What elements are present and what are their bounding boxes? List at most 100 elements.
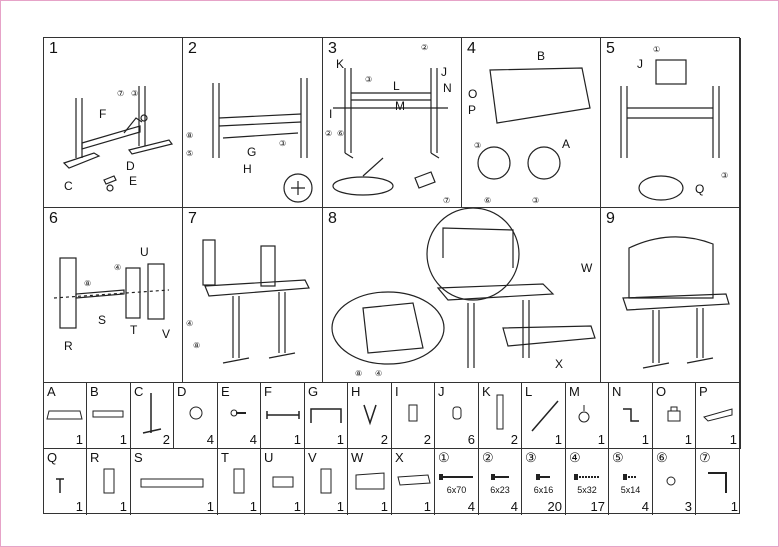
label-c3a: ③ bbox=[474, 141, 481, 150]
part-letter: F bbox=[264, 384, 272, 399]
part-3: ③ 20 6x16 bbox=[522, 449, 566, 515]
part-K: K 2 bbox=[479, 383, 522, 449]
step-5-drawing: J Q ① ③ bbox=[620, 45, 728, 201]
part-S: S 1 bbox=[131, 449, 218, 515]
label-U: U bbox=[140, 245, 149, 259]
step-number: 5 bbox=[606, 40, 615, 57]
label-S: S bbox=[98, 313, 106, 327]
part-quantity: 2 bbox=[380, 432, 388, 447]
part-quantity: 4 bbox=[467, 499, 475, 514]
label-D: D bbox=[126, 159, 135, 173]
label-c4: ④ bbox=[114, 263, 121, 272]
part-letter: T bbox=[221, 450, 229, 465]
label-K: K bbox=[336, 57, 344, 71]
label-c3: ③ bbox=[279, 139, 286, 148]
label-c4: ④ bbox=[375, 369, 382, 378]
part-1: ① 4 6x70 bbox=[435, 449, 479, 515]
crossbar-icon bbox=[266, 411, 300, 419]
label-c5: ⑤ bbox=[186, 149, 193, 158]
step-3-panel: 3 K I L M J N ② ② ③ ⑥ ⑦ bbox=[323, 38, 462, 208]
part-quantity: 1 bbox=[206, 499, 214, 514]
part-2: ② 4 6x23 bbox=[479, 449, 522, 515]
part-quantity: 1 bbox=[293, 499, 301, 514]
part-letter: V bbox=[308, 450, 317, 465]
part-letter: H bbox=[351, 384, 361, 399]
part-quantity: 1 bbox=[293, 432, 301, 447]
step-9-panel: 9 bbox=[601, 208, 741, 383]
part-quantity: 1 bbox=[554, 432, 562, 447]
label-c2a: ② bbox=[421, 43, 428, 52]
part-letter: ④ bbox=[569, 450, 581, 465]
step-9-drawing bbox=[622, 236, 730, 369]
label-C: C bbox=[64, 179, 73, 193]
leg-frame-icon bbox=[142, 393, 162, 434]
step-number: 4 bbox=[467, 40, 476, 57]
part-letter: W bbox=[351, 450, 364, 465]
part-A: A 1 bbox=[44, 383, 87, 449]
part-H: H 2 bbox=[348, 383, 392, 449]
drawer-tray-icon bbox=[397, 474, 431, 486]
foot-cap-icon bbox=[189, 406, 203, 420]
part-letter: ③ bbox=[525, 450, 537, 465]
label-c6: ⑥ bbox=[484, 196, 491, 205]
part-T: T 1 bbox=[218, 449, 261, 515]
part-letter: A bbox=[47, 384, 56, 399]
part-J: J 6 bbox=[435, 383, 479, 449]
part-letter: J bbox=[438, 384, 445, 399]
part-letter: U bbox=[264, 450, 274, 465]
strip-panel-icon bbox=[92, 410, 124, 418]
bolt-icon bbox=[439, 474, 473, 480]
part-letter: P bbox=[699, 384, 708, 399]
part-U: U 1 bbox=[261, 449, 305, 515]
label-c3: ③ bbox=[131, 89, 138, 98]
part-letter: ⑥ bbox=[656, 450, 668, 465]
lock-icon bbox=[667, 406, 681, 422]
part-letter: D bbox=[177, 384, 187, 399]
step-1-drawing: F C D E ⑦ ③ bbox=[62, 86, 174, 193]
part-quantity: 4 bbox=[206, 432, 214, 447]
part-letter: L bbox=[525, 384, 533, 399]
part-quantity: 4 bbox=[249, 432, 257, 447]
part-letter: E bbox=[221, 384, 230, 399]
part-quantity: 1 bbox=[729, 432, 737, 447]
part-letter: ⑦ bbox=[699, 450, 711, 465]
part-quantity: 2 bbox=[162, 432, 170, 447]
label-J: J bbox=[441, 65, 447, 79]
part-letter: ① bbox=[438, 450, 450, 465]
step-6-drawing: U S T V R ⑧ ④ bbox=[53, 245, 170, 353]
label-X: X bbox=[555, 357, 563, 371]
label-P: P bbox=[468, 103, 476, 117]
screw-icon bbox=[574, 474, 600, 480]
slide-rail-icon bbox=[496, 394, 504, 430]
step-number: 2 bbox=[188, 40, 197, 57]
part-letter: G bbox=[308, 384, 319, 399]
part-quantity: 1 bbox=[336, 499, 344, 514]
step-number: 3 bbox=[328, 40, 337, 57]
step-8-panel: 8 W X ⑧ ④ bbox=[323, 208, 601, 383]
label-c3: ③ bbox=[721, 171, 728, 180]
label-J: J bbox=[637, 57, 643, 71]
desk-top-icon bbox=[46, 410, 83, 420]
part-W: W 1 bbox=[348, 449, 392, 515]
step-number: 7 bbox=[188, 210, 197, 227]
allen-key-icon bbox=[708, 472, 727, 493]
part-quantity: 1 bbox=[119, 432, 127, 447]
step-7-drawing: ④ ⑧ bbox=[186, 239, 310, 364]
step-4-drawing: B O P A ③ ③ ⑥ bbox=[468, 49, 591, 205]
back-board-icon bbox=[355, 472, 385, 490]
part-quantity: 1 bbox=[380, 499, 388, 514]
part-X: X 1 bbox=[392, 449, 435, 515]
step-number: 6 bbox=[49, 210, 58, 227]
label-c1: ① bbox=[653, 45, 660, 54]
step-5-panel: 5 J Q ① ③ bbox=[601, 38, 741, 208]
label-B: B bbox=[537, 49, 545, 63]
part-quantity: 4 bbox=[641, 499, 649, 514]
part-M: M 1 bbox=[566, 383, 609, 449]
label-W: W bbox=[581, 261, 593, 275]
part-F: F 1 bbox=[261, 383, 305, 449]
part-E: E 4 bbox=[218, 383, 261, 449]
part-letter: S bbox=[134, 450, 143, 465]
label-I: I bbox=[329, 107, 332, 121]
step-3-drawing: K I L M J N ② ② ③ ⑥ ⑦ bbox=[325, 43, 452, 205]
